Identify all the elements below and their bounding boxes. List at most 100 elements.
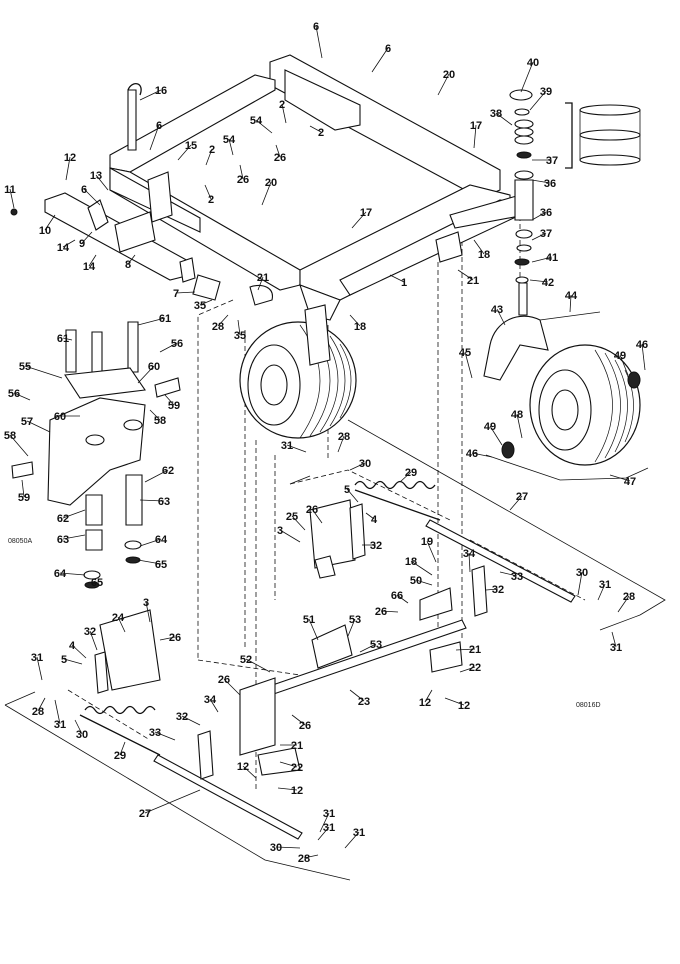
part-callout-29: 29 [405, 467, 417, 479]
leader-line [144, 789, 201, 814]
part-callout-11: 11 [4, 184, 16, 196]
leader-line [315, 25, 323, 59]
part-callout-12: 12 [64, 152, 76, 164]
leader-line [531, 179, 551, 184]
leader-line [495, 112, 513, 126]
part-callout-42: 42 [542, 277, 554, 289]
part-callout-32: 32 [84, 626, 96, 638]
leader-line [349, 314, 361, 327]
part-callout-50: 50 [410, 575, 422, 587]
part-callout-26: 26 [299, 720, 311, 732]
leader-line [473, 239, 485, 255]
leader-line [9, 188, 15, 209]
leader-line [396, 594, 409, 604]
leader-line [291, 714, 306, 726]
part-callout-20: 20 [265, 177, 277, 189]
leader-line [223, 678, 241, 696]
part-callout-20: 20 [443, 69, 455, 81]
leader-line [309, 125, 322, 133]
leader-line [337, 435, 345, 453]
leader-line [144, 469, 169, 483]
leader-line [489, 425, 503, 446]
part-callout-18: 18 [354, 321, 366, 333]
leader-line [444, 697, 465, 706]
part-callout-31: 31 [54, 719, 66, 731]
part-callout-65: 65 [91, 577, 103, 589]
part-callout-22: 22 [291, 762, 303, 774]
part-callout-24: 24 [112, 612, 125, 624]
callout-labels: 6666403938202017171615222254542626373736… [4, 21, 648, 865]
leader-line [464, 351, 473, 379]
part-callout-32: 32 [492, 584, 504, 596]
leader-line [351, 211, 367, 229]
leader-line [24, 365, 63, 379]
leader-line [255, 119, 273, 134]
leader-line [303, 854, 319, 859]
part-callout-22: 22 [469, 662, 481, 674]
leader-line [145, 601, 151, 623]
part-callout-18: 18 [478, 249, 490, 261]
part-callout-31: 31 [353, 827, 365, 839]
part-callout-21: 21 [291, 740, 303, 752]
part-callout-6: 6 [81, 184, 87, 196]
part-callout-62: 62 [162, 465, 174, 477]
part-callout-64: 64 [54, 568, 67, 580]
part-callout-49: 49 [484, 421, 496, 433]
part-callout-46: 46 [636, 339, 648, 351]
leader-line [437, 73, 450, 96]
leader-line [485, 588, 499, 591]
leader-line [609, 474, 631, 482]
part-callout-39: 39 [540, 86, 552, 98]
figure-code-frame: 08016D [576, 702, 601, 709]
leader-line [44, 214, 56, 231]
leader-line [319, 812, 330, 833]
part-callout-51: 51 [303, 614, 315, 626]
left-caster-wheel [239, 304, 357, 439]
pivot-assembly-inset [11, 321, 181, 589]
leader-line [137, 317, 166, 326]
leader-line [181, 715, 201, 726]
leader-line [63, 658, 83, 665]
part-callout-54: 54 [250, 115, 263, 127]
part-callout-10: 10 [39, 225, 51, 237]
part-callout-37: 37 [546, 155, 558, 167]
part-callout-35: 35 [194, 300, 206, 312]
left-linkage [10, 83, 273, 306]
part-callout-17: 17 [360, 207, 372, 219]
leader-line [426, 540, 437, 563]
leader-line [149, 409, 161, 421]
leader-line [137, 365, 155, 384]
leader-line [127, 254, 136, 265]
leader-line [159, 342, 178, 353]
leader-line [410, 560, 433, 576]
part-callout-6: 6 [156, 120, 162, 132]
leader-line [531, 211, 547, 221]
part-callout-26: 26 [306, 504, 318, 516]
leader-line [291, 515, 306, 531]
leader-line [468, 552, 471, 573]
leader-line [65, 156, 71, 181]
leader-line [54, 699, 61, 725]
part-callout-63: 63 [57, 534, 69, 546]
part-callout-56: 56 [8, 388, 20, 400]
leader-line [529, 279, 549, 283]
part-callout-25: 25 [286, 511, 298, 523]
leader-line [611, 631, 617, 648]
part-callout-41: 41 [546, 252, 558, 264]
part-callout-31: 31 [599, 579, 611, 591]
leader-line [641, 343, 646, 371]
leader-line [459, 666, 476, 673]
part-callout-30: 30 [270, 842, 282, 854]
leader-line [529, 90, 547, 111]
leader-line [346, 488, 359, 503]
leader-line [62, 239, 76, 248]
leader-line [286, 444, 307, 453]
part-callout-28: 28 [623, 591, 635, 603]
leader-line [237, 319, 241, 336]
leader-line [159, 636, 176, 641]
leader-line [597, 583, 606, 601]
leader-line [137, 559, 162, 565]
leader-line [365, 512, 375, 520]
leader-line [617, 595, 630, 613]
